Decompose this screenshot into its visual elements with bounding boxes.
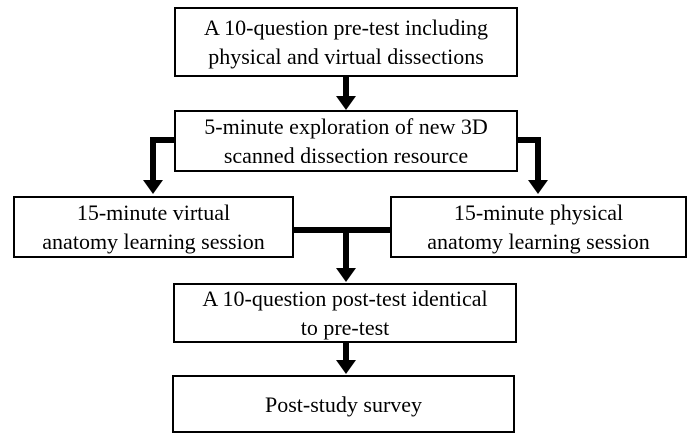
posttest-text-line2: to pre-test [300, 315, 390, 340]
physical-session-text-line1: 15-minute physical [453, 200, 624, 225]
posttest-text-line1: A 10-question post-test identical [202, 286, 488, 311]
virtual-session-text-line1: 15-minute virtual [76, 200, 231, 225]
pretest-text-line2: physical and virtual dissections [208, 44, 484, 69]
flow-box-posttest: A 10-question post-test identical to pre… [173, 283, 517, 343]
exploration-text-line2: scanned dissection resource [223, 143, 469, 168]
flow-box-virtual-session: 15-minute virtual anatomy learning sessi… [13, 196, 294, 258]
flow-box-physical-session: 15-minute physical anatomy learning sess… [390, 196, 687, 258]
exploration-text-line1: 5-minute exploration of new 3D [204, 114, 488, 139]
arrow-pretest-to-exploration [336, 77, 356, 110]
flow-box-exploration: 5-minute exploration of new 3D scanned d… [174, 110, 518, 172]
flow-box-survey: Post-study survey [172, 375, 515, 433]
arrow-exploration-to-virtual [143, 137, 176, 194]
pretest-text-line1: A 10-question pre-test including [203, 15, 489, 40]
physical-session-text-line2: anatomy learning session [427, 229, 650, 254]
arrow-sessions-to-posttest [292, 227, 391, 282]
arrow-posttest-to-survey [336, 343, 356, 374]
flow-box-pretest: A 10-question pre-test including physica… [174, 7, 518, 77]
arrow-exploration-to-physical [516, 137, 548, 194]
survey-text-line1: Post-study survey [264, 391, 423, 417]
virtual-session-text-line2: anatomy learning session [42, 229, 265, 254]
